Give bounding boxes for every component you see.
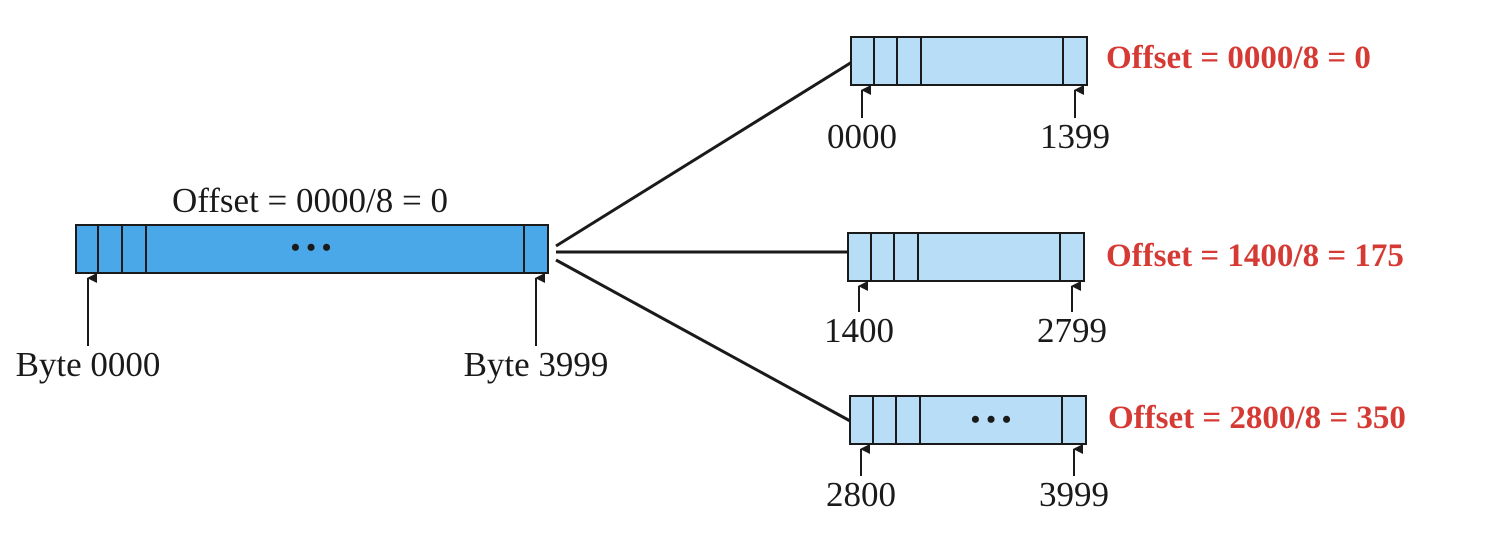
original-ellipsis: • • • [291, 233, 331, 262]
fragment-1-end-label: 1399 [1040, 117, 1110, 156]
fragment-3-ellipsis: • • • [971, 405, 1011, 434]
fragment-1-offset-label: Offset = 0000/8 = 0 [1106, 40, 1371, 76]
fragment-1: 0000 1399 Offset = 0000/8 = 0 [827, 36, 1371, 156]
connector-line-3 [555, 258, 853, 424]
original-start-label: Byte 0000 [16, 345, 161, 384]
fragment-2: 1400 2799 Offset = 1400/8 = 175 [824, 232, 1404, 350]
fragment-2-offset-label: Offset = 1400/8 = 175 [1106, 238, 1404, 274]
original-datagram-box [75, 224, 549, 274]
fragment-2-start-label: 1400 [824, 311, 894, 350]
fragment-3-offset-label: Offset = 2800/8 = 350 [1108, 400, 1406, 436]
original-offset-label: Offset = 0000/8 = 0 [172, 181, 448, 220]
fragment-2-box [847, 232, 1085, 282]
fragment-1-box [850, 36, 1088, 86]
fragment-2-end-label: 2799 [1037, 311, 1107, 350]
fragment-3: • • • 2800 3999 Offset = 2800/8 = 350 [826, 395, 1406, 514]
fragment-3-end-label: 3999 [1039, 475, 1109, 514]
original-datagram: Offset = 0000/8 = 0 • • • Byte 0000 Byte… [16, 181, 609, 384]
fragment-1-start-label: 0000 [827, 117, 897, 156]
connector-line-1 [555, 60, 853, 248]
connector-lines [555, 60, 853, 424]
fragment-3-box [849, 395, 1087, 445]
original-end-label: Byte 3999 [464, 345, 609, 384]
fragment-3-start-label: 2800 [826, 475, 896, 514]
